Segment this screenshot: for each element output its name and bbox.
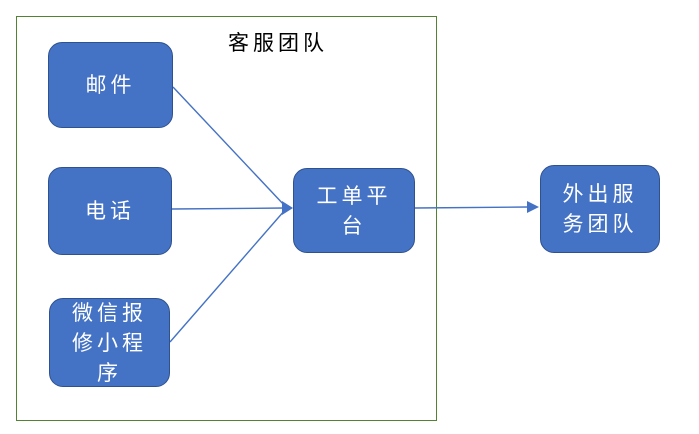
node-ticket-platform: 工单平台: [293, 168, 415, 253]
node-phone-label: 电话: [85, 199, 135, 223]
customer-service-group-title: 客服团队: [228, 31, 328, 55]
node-phone: 电话: [48, 167, 172, 255]
node-ticket-platform-label: 工单平台: [316, 183, 392, 238]
node-email-label: 邮件: [85, 73, 136, 97]
node-field-service-team-label: 外出服务团队: [562, 182, 638, 236]
node-wechat-miniapp-label: 微信报修小程序: [72, 300, 147, 385]
customer-service-group-frame: [16, 16, 437, 421]
node-field-service-team: 外出服务团队: [540, 165, 660, 253]
node-email: 邮件: [48, 42, 173, 128]
node-wechat-miniapp: 微信报修小程序: [49, 298, 170, 387]
arrowhead-into-field-team: [527, 201, 539, 213]
